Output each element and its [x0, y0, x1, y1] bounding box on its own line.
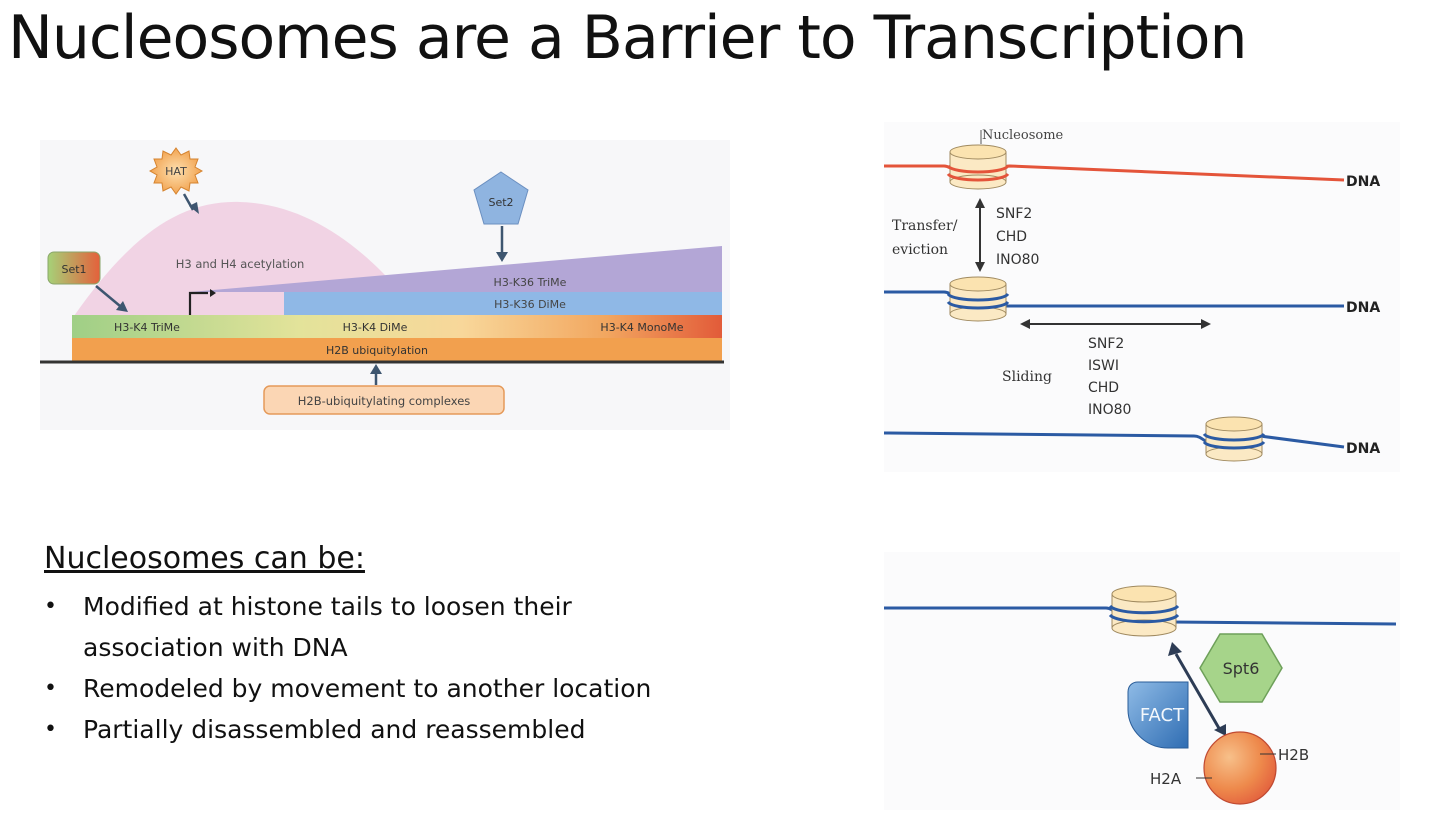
hat-label: HAT [165, 165, 187, 178]
slide-title: Nucleosomes are a Barrier to Transcripti… [8, 3, 1248, 73]
bullet-marker: • [44, 716, 57, 742]
spt6-label: Spt6 [1223, 659, 1260, 678]
notes-list: • Modified at histone tails to loosen the… [44, 586, 844, 750]
notes-item-text: Partially disassembled and reassembled [83, 714, 586, 744]
h2a-h2b-dimer [1203, 731, 1277, 805]
acetylation-label: H3 and H4 acetylation [176, 257, 305, 271]
k4-monome-label: H3-K4 MonoMe [600, 321, 683, 334]
k4-dime-label: H3-K4 DiMe [343, 321, 408, 334]
k36-dime-band [284, 292, 722, 315]
set1-arrow [95, 285, 121, 307]
nucleosome-chaperone [1108, 585, 1180, 637]
sliding-enzyme-iswi: ISWI [1088, 358, 1119, 374]
exchange-arrowhead-up [1168, 642, 1182, 656]
set1-label: Set1 [61, 263, 86, 276]
h2a-label: H2A [1150, 770, 1182, 788]
eviction-label: eviction [892, 242, 948, 258]
fact-chaperone: FACT [1127, 681, 1189, 749]
set2-enzyme: Set2 [473, 171, 529, 225]
tss-arrowhead [210, 289, 216, 297]
nucleosome-middle [946, 276, 1010, 322]
h2b-ub-label: H2B ubiquitylation [326, 344, 428, 357]
fact-label: FACT [1140, 705, 1185, 726]
notes-item-text: Modified at histone tails to loosen thei… [83, 591, 572, 662]
notes-item: • Partially disassembled and reassembled [44, 709, 693, 750]
dna-label-1: DNA [1346, 174, 1380, 190]
k4-trime-label: H3-K4 TriMe [114, 321, 180, 334]
set2-label: Set2 [488, 196, 513, 209]
h2b-complex-arrowhead [370, 364, 382, 374]
h2b-complex-box: H2B-ubiquitylating complexes [263, 385, 505, 415]
hat-arrowhead [189, 202, 199, 214]
dna-label-2: DNA [1346, 300, 1380, 316]
set2-arrowhead [496, 252, 508, 262]
notes-item: • Remodeled by movement to another locati… [44, 668, 693, 709]
k36-trime-label: H3-K36 TriMe [494, 276, 567, 289]
k36-trime-band [190, 246, 722, 292]
k4-methyl-band [72, 315, 722, 338]
nucleosome-bottom [1202, 416, 1266, 462]
sliding-arrowhead-right [1201, 319, 1211, 329]
notes-item: • Modified at histone tails to loosen the… [44, 586, 693, 668]
spt6-chaperone: Spt6 [1199, 633, 1283, 703]
notes-panel: Nucleosomes can be: • Modified at histone… [44, 540, 844, 750]
bullet-marker: • [44, 675, 57, 701]
remodeling-figure: Nucleosome DNA Transfer/ eviction SNF2 C… [883, 122, 1400, 472]
dna-label-3: DNA [1346, 441, 1380, 457]
hat-enzyme: HAT [148, 147, 204, 195]
transfer-enzyme-snf2: SNF2 [996, 206, 1032, 222]
notes-heading: Nucleosomes can be: [44, 541, 365, 576]
set1-enzyme: Set1 [47, 251, 101, 285]
h2b-complex-label: H2B-ubiquitylating complexes [298, 394, 471, 408]
k36-dime-label: H3-K36 DiMe [494, 298, 566, 311]
set1-arrowhead [116, 301, 128, 312]
sliding-enzyme-chd: CHD [1088, 380, 1119, 396]
transfer-label: Transfer/ [892, 218, 958, 234]
exchange-arrowhead-down [1214, 724, 1226, 736]
transfer-arrowhead-up [975, 198, 985, 208]
exchange-arrow [1174, 653, 1222, 731]
bullet-marker: • [44, 593, 57, 619]
h2b-label: H2B [1278, 746, 1309, 764]
sliding-label: Sliding [1002, 369, 1052, 385]
sliding-enzyme-ino80: INO80 [1088, 402, 1131, 418]
sliding-arrowhead-left [1020, 319, 1030, 329]
notes-item-text: Remodeled by movement to another locatio… [83, 673, 652, 703]
sliding-enzyme-snf2: SNF2 [1088, 336, 1124, 352]
chaperone-figure: Spt6 FACT H2B H2A [884, 552, 1400, 810]
transfer-arrowhead-down [975, 262, 985, 272]
nucleosome-label: Nucleosome [982, 128, 1064, 143]
tss-arrow [188, 291, 208, 315]
transfer-enzyme-ino80: INO80 [996, 252, 1039, 268]
nucleosome-top [946, 144, 1010, 190]
histone-marks-figure: HAT Set2 Set1 H3 and H4 acetylation H3-K… [40, 140, 730, 430]
transfer-enzyme-chd: CHD [996, 229, 1027, 245]
h2b-ub-band [72, 338, 722, 361]
